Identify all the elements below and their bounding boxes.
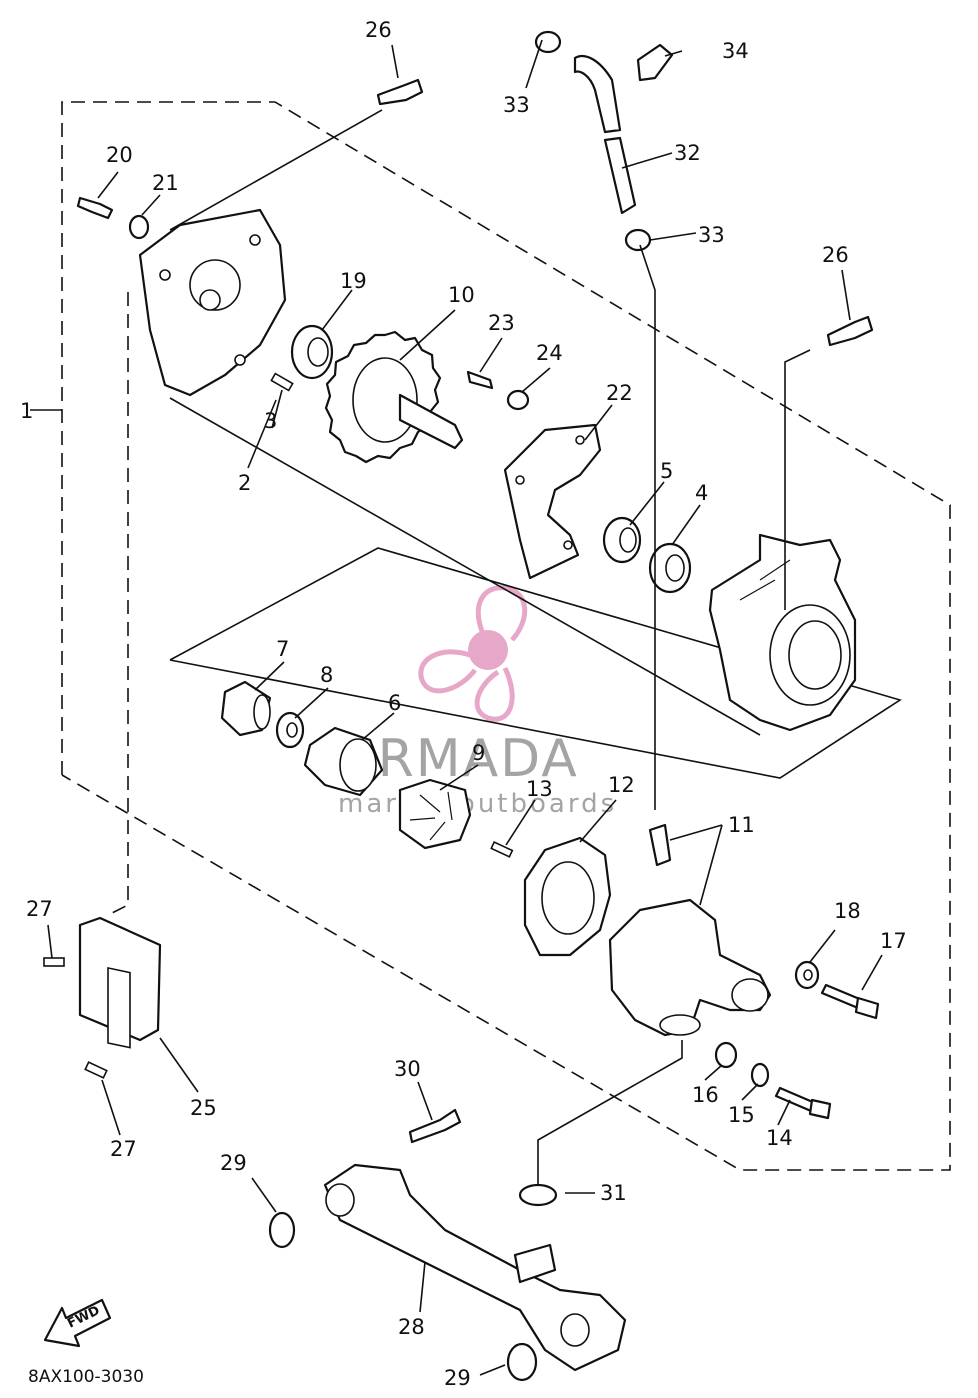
hose-lower-part [603, 136, 637, 215]
clamp-bottom-part [624, 228, 652, 252]
gasket-plate-part [503, 423, 602, 580]
callout-23: 23 [488, 311, 515, 335]
callout-16: 16 [692, 1083, 719, 1107]
diagram-code: 8AX100-3030 [28, 1367, 144, 1387]
hose-part [573, 54, 622, 134]
impeller-part [398, 778, 472, 850]
callout-18: 18 [834, 899, 861, 923]
armada-watermark: ARMADA marine outboards [338, 585, 617, 819]
callout-14: 14 [766, 1126, 793, 1150]
callout-15: 15 [728, 1103, 755, 1127]
callout-13: 13 [526, 777, 553, 801]
bolt-14-part [774, 1086, 832, 1120]
callout-21: 21 [152, 171, 179, 195]
bolt-20-part [76, 196, 114, 220]
callout-28: 28 [398, 1315, 425, 1339]
callout-26-right: 26 [822, 243, 849, 267]
leader-lines [47, 39, 883, 1376]
callout-33-bottom: 33 [698, 223, 725, 247]
propeller-logo-icon [418, 585, 528, 722]
cover-gasket-part [523, 836, 612, 957]
washer-21-part [128, 214, 150, 240]
callout-20: 20 [106, 143, 133, 167]
callout-17: 17 [880, 929, 907, 953]
callout-1: 1 [20, 399, 33, 423]
inner-parts-bracket [169, 547, 902, 779]
callout-34: 34 [722, 39, 749, 63]
o-ring-29-top-part [268, 1211, 296, 1249]
callout-7: 7 [276, 637, 289, 661]
o-ring-29-bottom-part [506, 1342, 538, 1382]
callout-31: 31 [600, 1181, 627, 1205]
fwd-arrow-icon: FWD [43, 1298, 112, 1348]
callout-32: 32 [674, 141, 701, 165]
lock-washer-15-part [750, 1062, 770, 1088]
pump-body-part [708, 533, 857, 732]
callout-29-top: 29 [220, 1151, 247, 1175]
pin-27-top-part [43, 957, 65, 967]
watermark-brand: ARMADA [340, 729, 579, 789]
gasket-25-part [78, 916, 162, 1049]
assembly-outline [30, 101, 951, 1171]
housing-cover-part [138, 208, 287, 397]
bearing-seal-part [648, 542, 692, 594]
callout-27-bottom: 27 [110, 1137, 137, 1161]
callout-labels: 1 2 3 4 5 6 7 8 9 10 11 12 13 14 15 16 1… [20, 18, 907, 1390]
callout-8: 8 [320, 663, 333, 687]
callout-27-top: 27 [26, 897, 53, 921]
callout-26-top: 26 [365, 18, 392, 42]
callout-2: 2 [238, 471, 251, 495]
clip-part [636, 43, 674, 82]
callout-30: 30 [394, 1057, 421, 1081]
bolt-26-top-part [376, 78, 424, 106]
callout-11: 11 [728, 813, 755, 837]
mechanical-seal-part [303, 726, 384, 797]
callout-29-bottom: 29 [444, 1366, 471, 1390]
washer-16-part [714, 1041, 738, 1069]
callout-4: 4 [695, 481, 708, 505]
bolt-23-part [466, 370, 494, 390]
watermark-tagline: marine outboards [338, 789, 617, 819]
o-ring-31-part [518, 1183, 558, 1207]
callout-6: 6 [388, 691, 401, 715]
callout-24: 24 [536, 341, 563, 365]
oil-seal-part [602, 516, 642, 564]
impeller-pin-part [490, 840, 514, 858]
callout-33-top: 33 [503, 93, 530, 117]
callout-9: 9 [472, 741, 485, 765]
callout-19: 19 [340, 269, 367, 293]
bolt-26-right-part [826, 315, 874, 347]
callout-22: 22 [606, 381, 633, 405]
nut-24-part [506, 389, 530, 411]
callout-10: 10 [448, 283, 475, 307]
pump-cover-part [608, 823, 772, 1037]
callout-5: 5 [660, 459, 673, 483]
callout-25: 25 [190, 1096, 217, 1120]
bolt-30-part [408, 1108, 462, 1144]
washer-18-part [794, 960, 820, 990]
axis-line [169, 397, 761, 736]
dowel-pin-part [270, 372, 294, 392]
clamp-top-part [534, 30, 562, 54]
water-pipe-part [323, 1163, 627, 1372]
collar-part [220, 680, 272, 737]
bearing-part [290, 324, 334, 380]
gear-shaft-part [324, 330, 464, 464]
bolt-17-part [820, 983, 880, 1020]
callout-12: 12 [608, 773, 635, 797]
callout-3: 3 [264, 409, 277, 433]
washer-part [275, 711, 305, 749]
pin-27-bottom-part [84, 1061, 108, 1079]
